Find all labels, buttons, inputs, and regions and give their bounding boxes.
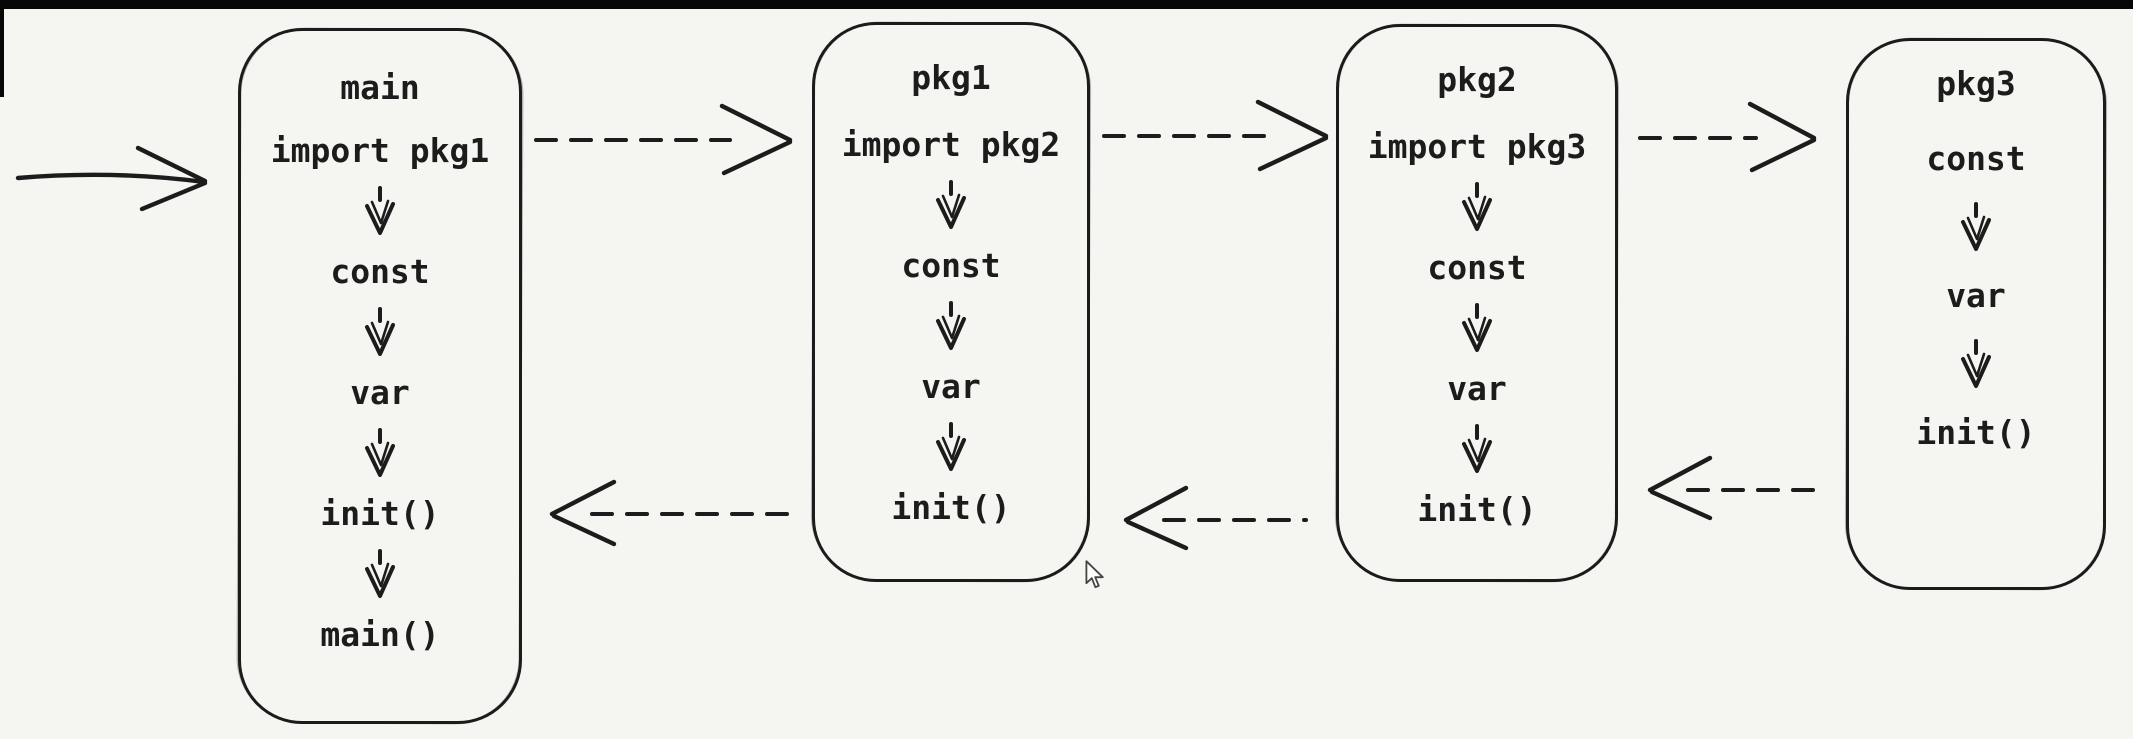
step-label: import pkg1 [270, 131, 490, 170]
down-arrow-icon [365, 428, 395, 477]
entry-arrow-icon [15, 145, 208, 212]
package-box-pkg3: pkg3 const var init() [1846, 38, 2106, 590]
step-label: init() [891, 488, 1011, 527]
package-box-pkg2: pkg2 import pkg3 const var init() [1336, 24, 1618, 582]
step-label: init() [1916, 413, 2036, 452]
down-arrow-icon [365, 549, 395, 598]
step-label: init() [320, 494, 440, 533]
down-arrow-icon [936, 180, 966, 229]
down-arrow-icon [936, 301, 966, 350]
down-arrow-icon [1462, 424, 1492, 473]
step-label: var [1447, 369, 1507, 408]
step-label: const [1427, 248, 1527, 287]
box-title: pkg2 [1437, 60, 1517, 99]
step-label: import pkg3 [1367, 127, 1587, 166]
left-edge-bar [0, 0, 4, 97]
step-label: var [921, 367, 981, 406]
box-title: main [340, 68, 420, 107]
down-arrow-icon [936, 422, 966, 471]
step-label: import pkg2 [841, 125, 1061, 164]
step-label: const [330, 252, 430, 291]
step-label: init() [1417, 490, 1537, 529]
package-box-pkg1: pkg1 import pkg2 const var init() [812, 22, 1090, 582]
down-arrow-icon [365, 186, 395, 235]
call-arrow-icon [534, 103, 793, 176]
return-arrow-icon [549, 479, 802, 547]
call-arrow-icon [1638, 101, 1817, 173]
mouse-cursor-icon [1085, 560, 1104, 589]
down-arrow-icon [1462, 303, 1492, 352]
top-edge-bar [0, 0, 2133, 9]
step-label: var [1946, 276, 2006, 315]
package-box-main: main import pkg1 const var init() main() [238, 28, 522, 724]
down-arrow-icon [365, 307, 395, 356]
down-arrow-icon [1961, 339, 1991, 388]
step-label: const [901, 246, 1001, 285]
step-label: main() [320, 615, 440, 654]
step-label: var [350, 373, 410, 412]
step-label: const [1926, 139, 2026, 178]
return-arrow-icon [1123, 485, 1308, 551]
return-arrow-icon [1647, 455, 1830, 521]
down-arrow-icon [1462, 182, 1492, 231]
call-arrow-icon [1102, 99, 1329, 172]
box-title: pkg3 [1936, 64, 2016, 103]
down-arrow-icon [1961, 202, 1991, 251]
box-title: pkg1 [911, 58, 991, 97]
